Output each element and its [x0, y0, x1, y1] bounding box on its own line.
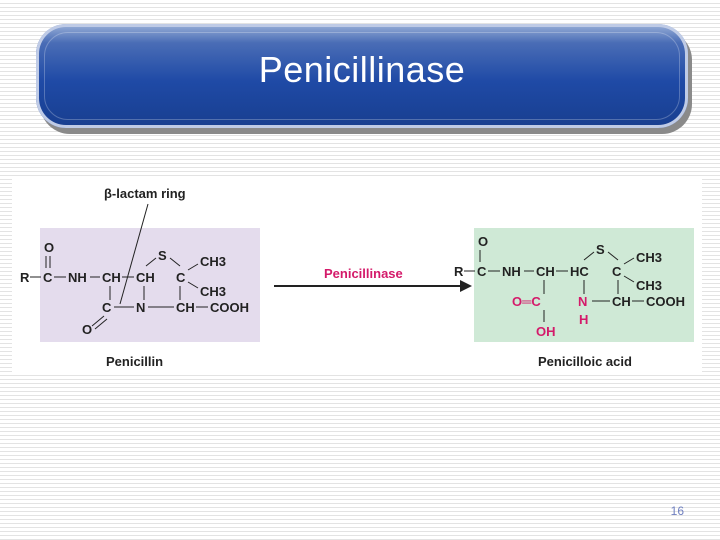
- penicillin-sulfur: S: [158, 248, 167, 263]
- penicillin-structure: O R C NH CH CH S C CH3 CH3 C N: [20, 240, 249, 337]
- penicillin-c1: C: [43, 270, 53, 285]
- acid-oh: OH: [536, 324, 556, 339]
- penicillin-n: N: [136, 300, 145, 315]
- acid-c1: C: [477, 264, 487, 279]
- penicillin-c-lactam: C: [102, 300, 112, 315]
- penicilloic-acid-caption: Penicilloic acid: [538, 354, 632, 369]
- acid-nh: NH: [502, 264, 521, 279]
- penicillin-ch-c: CH: [176, 300, 195, 315]
- acid-ch-c: CH: [612, 294, 631, 309]
- penicillin-caption: Penicillin: [106, 354, 163, 369]
- acid-n: N: [578, 294, 587, 309]
- beta-lactam-pointer: [119, 203, 149, 305]
- acid-c-ring: C: [612, 264, 622, 279]
- reaction-figure: β-lactam ring O R C NH CH CH S C CH3 CH3: [12, 176, 702, 372]
- penicillin-r-group: R: [20, 270, 30, 285]
- penicillin-cooh: COOH: [210, 300, 249, 315]
- acid-r-group: R: [454, 264, 464, 279]
- penicillin-lactam-o: O: [82, 322, 92, 337]
- acid-hc: HC: [570, 264, 589, 279]
- acid-h: H: [579, 312, 588, 327]
- penicillin-box: [40, 228, 260, 342]
- arrow-head: [460, 280, 472, 292]
- title-bar: Penicillinase: [36, 24, 688, 128]
- penicillin-ch3-bottom: CH3: [200, 284, 226, 299]
- acid-ch3-bottom: CH3: [636, 278, 662, 293]
- penicillin-c-ring: C: [176, 270, 186, 285]
- acid-o-eq-c: O═C: [512, 294, 541, 309]
- penicillin-nh: NH: [68, 270, 87, 285]
- beta-lactam-label: β-lactam ring: [104, 186, 186, 201]
- page-number: 16: [670, 504, 684, 518]
- slide-title: Penicillinase: [258, 49, 466, 90]
- arrow-label: Penicillinase: [324, 266, 403, 281]
- penicillin-ch-a: CH: [102, 270, 121, 285]
- penicilloic-acid-structure: O R C NH CH HC S C CH3 CH3 O═C OH N: [454, 234, 685, 339]
- penicillin-carbonyl-o: O: [44, 240, 54, 255]
- penicillin-ch3-top: CH3: [200, 254, 226, 269]
- acid-sulfur: S: [596, 242, 605, 257]
- penicillin-ch-b: CH: [136, 270, 155, 285]
- acid-cooh: COOH: [646, 294, 685, 309]
- reaction-diagram: β-lactam ring O R C NH CH CH S C CH3 CH3: [20, 186, 694, 369]
- acid-ch3-top: CH3: [636, 250, 662, 265]
- acid-carbonyl-o: O: [478, 234, 488, 249]
- acid-ch-a: CH: [536, 264, 555, 279]
